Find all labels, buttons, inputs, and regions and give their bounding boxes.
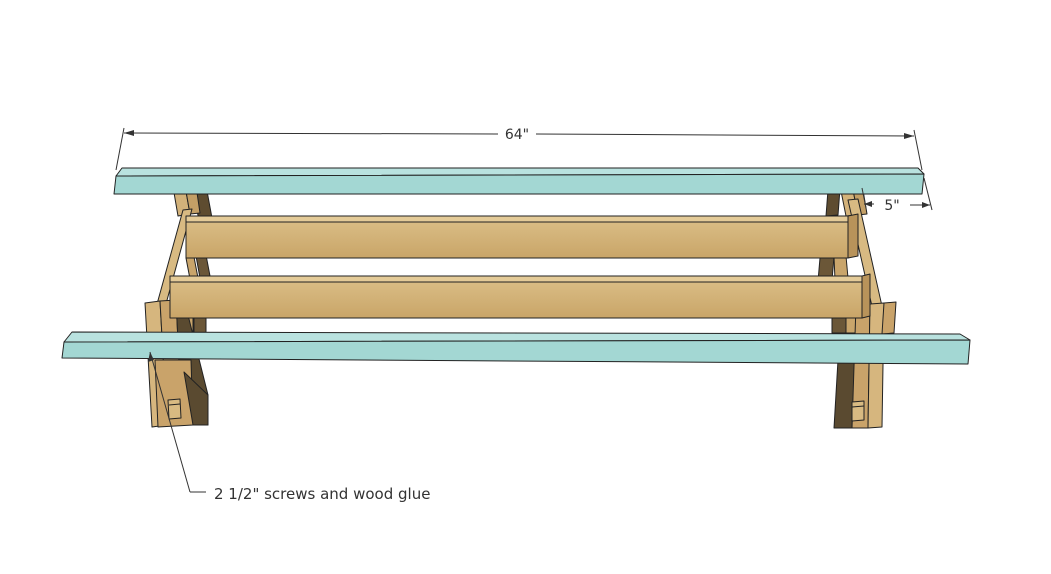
right-screw-block-line — [851, 405, 865, 408]
dimension-64-line-left — [123, 132, 499, 135]
dimension-64-extension-right — [913, 129, 923, 171]
dimension-64-extension-left — [115, 127, 125, 171]
front-seat-board-face — [61, 339, 971, 365]
dimension-5-extension-right — [923, 177, 933, 211]
dimension-64 — [115, 127, 923, 171]
back-rail-face — [185, 221, 849, 259]
screw-note-leader-arrow — [148, 352, 154, 362]
back-rail-top — [185, 215, 849, 223]
dimension-5-arrow-right — [922, 202, 930, 208]
right-front-leg-outer — [867, 302, 885, 429]
front-rail-face — [169, 281, 863, 319]
dimension-5-extension-left — [861, 187, 867, 209]
right-lower-upright-a — [831, 315, 847, 334]
dimension-64-arrow-right — [904, 133, 914, 139]
dimension-64-arrow-left — [124, 130, 134, 136]
left-leg-assembly — [144, 178, 213, 428]
seat-boards — [61, 167, 971, 365]
right-screw-block — [851, 400, 865, 422]
front-rail-top — [169, 275, 863, 283]
back-rail-end — [847, 213, 859, 259]
right-front-leg-cap — [881, 301, 897, 335]
left-front-leg-shadow — [183, 371, 209, 426]
rails — [169, 213, 871, 319]
front-rail-end — [861, 273, 871, 319]
dimension-64-label: 64" — [505, 127, 529, 143]
dimension-5 — [861, 177, 933, 211]
left-screw-block — [167, 398, 182, 420]
left-screw-block-line — [168, 403, 181, 406]
dimension-5-arrow-left — [864, 201, 872, 207]
screw-note-leader-diagonal — [149, 351, 191, 493]
dimension-5-label: 5" — [884, 198, 899, 214]
back-seat-board-face — [113, 173, 925, 195]
left-lower-upright-b — [193, 315, 207, 334]
screw-note-label: 2 1/2" screws and wood glue — [214, 485, 430, 503]
screw-note-leader — [148, 351, 206, 493]
dimension-64-line-right — [535, 133, 915, 137]
